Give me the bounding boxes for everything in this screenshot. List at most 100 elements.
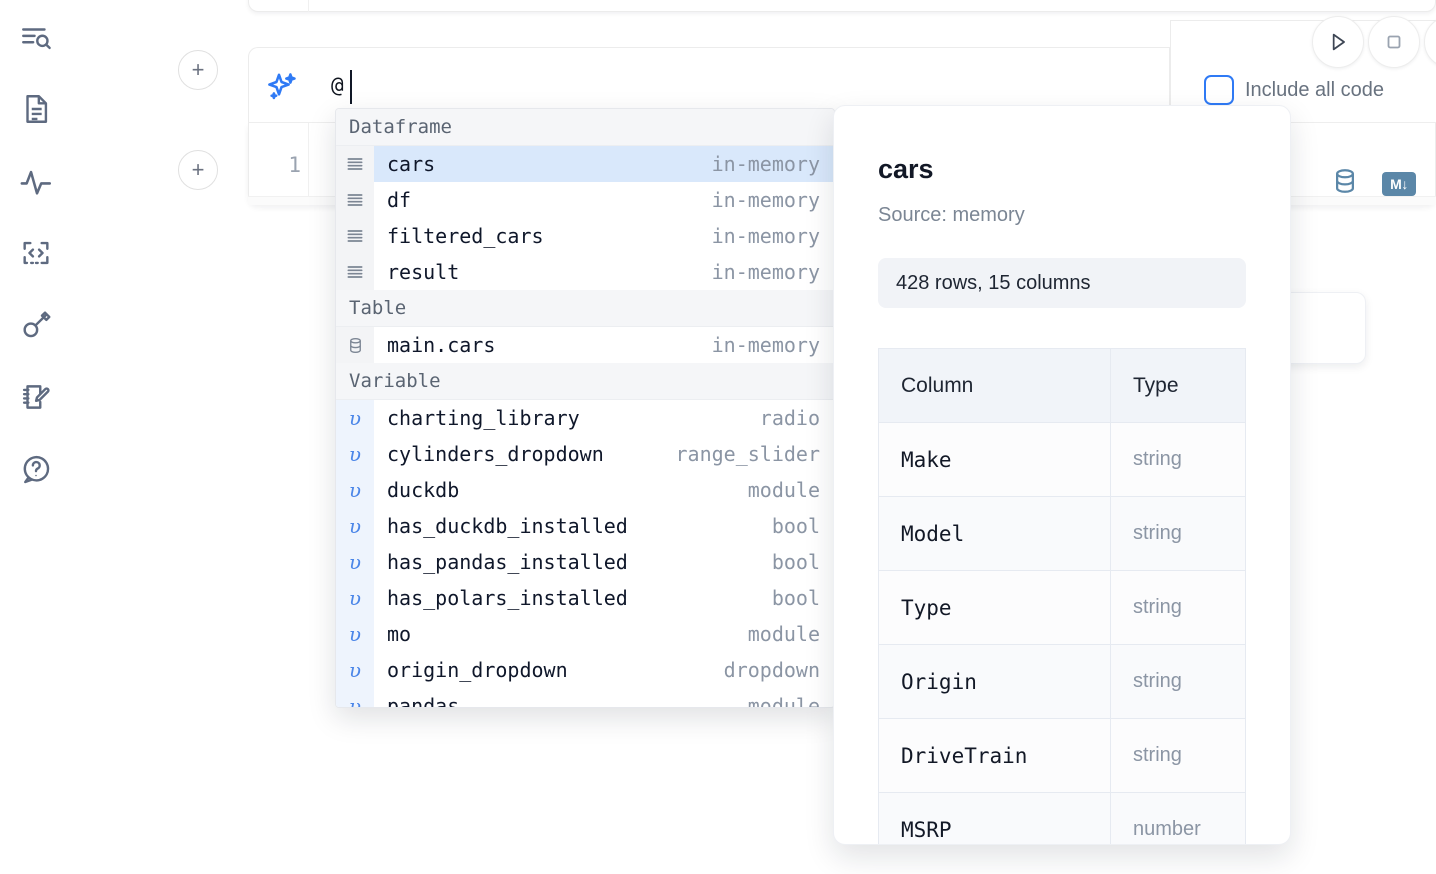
include-all-code-label: Include all code <box>1245 78 1384 101</box>
autocomplete-item-type: in-memory <box>711 333 820 357</box>
variable-icon: υ <box>336 652 374 688</box>
previous-cell <box>248 0 1436 12</box>
variable-icon: υ <box>336 544 374 580</box>
scratchpad-edit-icon[interactable] <box>12 373 60 421</box>
table-header-row: Column Type <box>878 348 1246 423</box>
autocomplete-item-name: cylinders_dropdown <box>387 442 604 466</box>
dataframe-icon <box>336 218 374 254</box>
autocomplete-group-header: Dataframe <box>336 109 834 146</box>
autocomplete-item-name: filtered_cars <box>387 224 544 248</box>
outline-search-icon[interactable] <box>12 14 60 62</box>
cell-column-name: Make <box>878 422 1111 497</box>
autocomplete-item-name: cars <box>387 152 436 176</box>
cell-column-type: string <box>1110 496 1246 571</box>
key-icon[interactable] <box>12 301 60 349</box>
autocomplete-item[interactable]: cars in-memory <box>336 146 834 182</box>
autocomplete-item[interactable]: υ has_pandas_installed bool <box>336 544 834 580</box>
cell-type-icons: M↓ <box>1330 166 1416 201</box>
autocomplete-group-header: Variable <box>336 363 834 400</box>
include-all-code-row[interactable]: Include all code <box>1204 75 1384 105</box>
stop-button[interactable] <box>1368 16 1420 68</box>
variable-icon: υ <box>336 688 374 707</box>
doc-title: cars <box>878 154 934 184</box>
cell-column-name: MSRP <box>878 792 1111 844</box>
doc-source: Source: memory <box>878 204 1025 226</box>
autocomplete-item-type: module <box>747 478 820 502</box>
autocomplete-item-name: df <box>387 188 412 212</box>
cell-column-name: Origin <box>878 644 1111 719</box>
autocomplete-item-type: in-memory <box>711 188 820 212</box>
file-text-icon[interactable] <box>12 85 60 133</box>
code-brackets-icon[interactable] <box>12 229 60 277</box>
text-caret <box>350 70 352 104</box>
database-icon[interactable] <box>1330 166 1360 201</box>
activity-pulse-icon[interactable] <box>12 158 60 206</box>
table-icon <box>336 327 374 363</box>
autocomplete-item[interactable]: result in-memory <box>336 254 834 290</box>
autocomplete-item[interactable]: df in-memory <box>336 182 834 218</box>
cell-column-name: DriveTrain <box>878 718 1111 793</box>
variable-icon: υ <box>336 436 374 472</box>
plus-icon: + <box>191 157 205 182</box>
dataframe-icon <box>336 146 374 182</box>
cell-column-name: Model <box>878 496 1111 571</box>
autocomplete-item-name: has_pandas_installed <box>387 550 628 574</box>
cell-column-name: Type <box>878 570 1111 645</box>
autocomplete-item-name: origin_dropdown <box>387 658 568 682</box>
previous-cell-gutter-divider <box>308 0 309 12</box>
run-button[interactable] <box>1312 16 1364 68</box>
autocomplete-item-name: result <box>387 260 460 284</box>
autocomplete-item-name: has_polars_installed <box>387 586 628 610</box>
cell-column-type: string <box>1110 570 1246 645</box>
add-cell-button-bottom[interactable]: + <box>178 150 218 190</box>
autocomplete-item-type: range_slider <box>675 442 821 466</box>
cell-column-type: string <box>1110 718 1246 793</box>
autocomplete-item-type: radio <box>759 406 820 430</box>
add-cell-button-top[interactable]: + <box>178 50 218 90</box>
doc-shape-badge: 428 rows, 15 columns <box>878 258 1246 308</box>
autocomplete-item-name: charting_library <box>387 406 580 430</box>
header-column: Column <box>878 348 1111 423</box>
ai-prompt-input[interactable]: @ <box>331 73 344 97</box>
sparkle-icon <box>264 70 300 106</box>
variable-icon: υ <box>336 400 374 436</box>
autocomplete-item-type: in-memory <box>711 260 820 284</box>
autocomplete-item-name: mo <box>387 622 412 646</box>
variable-icon: υ <box>336 580 374 616</box>
autocomplete-item-name: main.cars <box>387 333 496 357</box>
autocomplete-item-type: bool <box>771 550 820 574</box>
include-all-code-checkbox[interactable] <box>1204 75 1234 105</box>
autocomplete-item-type: in-memory <box>711 152 820 176</box>
variable-icon: υ <box>336 472 374 508</box>
autocomplete-item[interactable]: main.cars in-memory <box>336 327 834 363</box>
help-question-icon[interactable] <box>12 445 60 493</box>
variable-icon: υ <box>336 616 374 652</box>
autocomplete-item-type: bool <box>771 514 820 538</box>
dataframe-icon <box>336 254 374 290</box>
autocomplete-item[interactable]: υ cylinders_dropdown range_slider <box>336 436 834 472</box>
plus-icon: + <box>191 57 205 82</box>
left-icon-rail <box>0 0 72 874</box>
dataframe-icon <box>336 182 374 218</box>
autocomplete-item[interactable]: υ charting_library radio <box>336 400 834 436</box>
autocomplete-item-type: module <box>747 622 820 646</box>
markdown-icon[interactable]: M↓ <box>1382 171 1416 196</box>
autocomplete-item[interactable]: filtered_cars in-memory <box>336 218 834 254</box>
cell-column-type: string <box>1110 644 1246 719</box>
autocomplete-item-type: in-memory <box>711 224 820 248</box>
autocomplete-item-name: duckdb <box>387 478 460 502</box>
